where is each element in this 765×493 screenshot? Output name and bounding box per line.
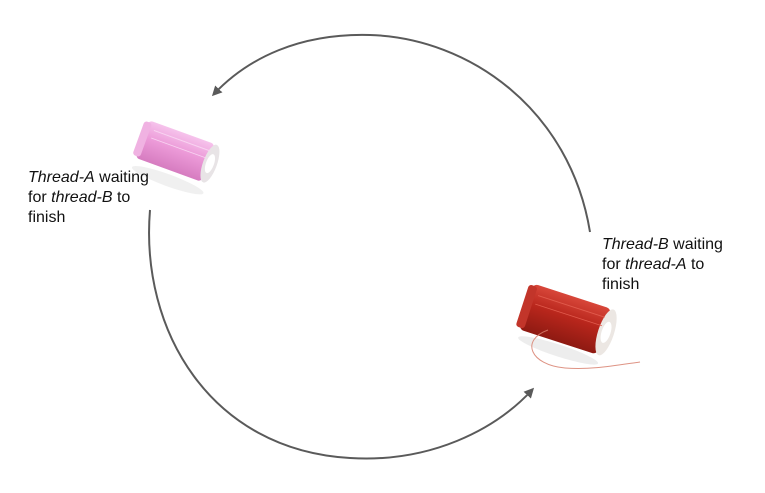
thread-b-name: Thread-B xyxy=(602,236,669,253)
thread-b-text1: waiting xyxy=(668,236,723,253)
thread-a-text4: finish xyxy=(28,209,66,226)
thread-b-text3: to xyxy=(686,256,705,273)
thread-b-waiting-label: Thread-B waiting for thread-A to finish xyxy=(602,235,723,295)
thread-a-text2: for xyxy=(28,189,52,206)
thread-b-text2: for xyxy=(602,256,626,273)
thread-a-text1: waiting xyxy=(94,169,149,186)
thread-a-waiting-on: thread-B xyxy=(51,189,113,206)
pink-thread-spool-icon xyxy=(131,121,220,195)
thread-a-text3: to xyxy=(112,189,131,206)
thread-b-waiting-on: thread-A xyxy=(625,256,687,273)
arrow-a-to-b xyxy=(148,209,535,460)
thread-a-name: Thread-A xyxy=(28,169,95,186)
arrow-b-to-a xyxy=(211,33,591,233)
thread-a-waiting-label: Thread-A waiting for thread-B to finish xyxy=(28,168,149,228)
red-thread-spool-icon xyxy=(516,284,641,370)
thread-b-text4: finish xyxy=(602,276,640,293)
